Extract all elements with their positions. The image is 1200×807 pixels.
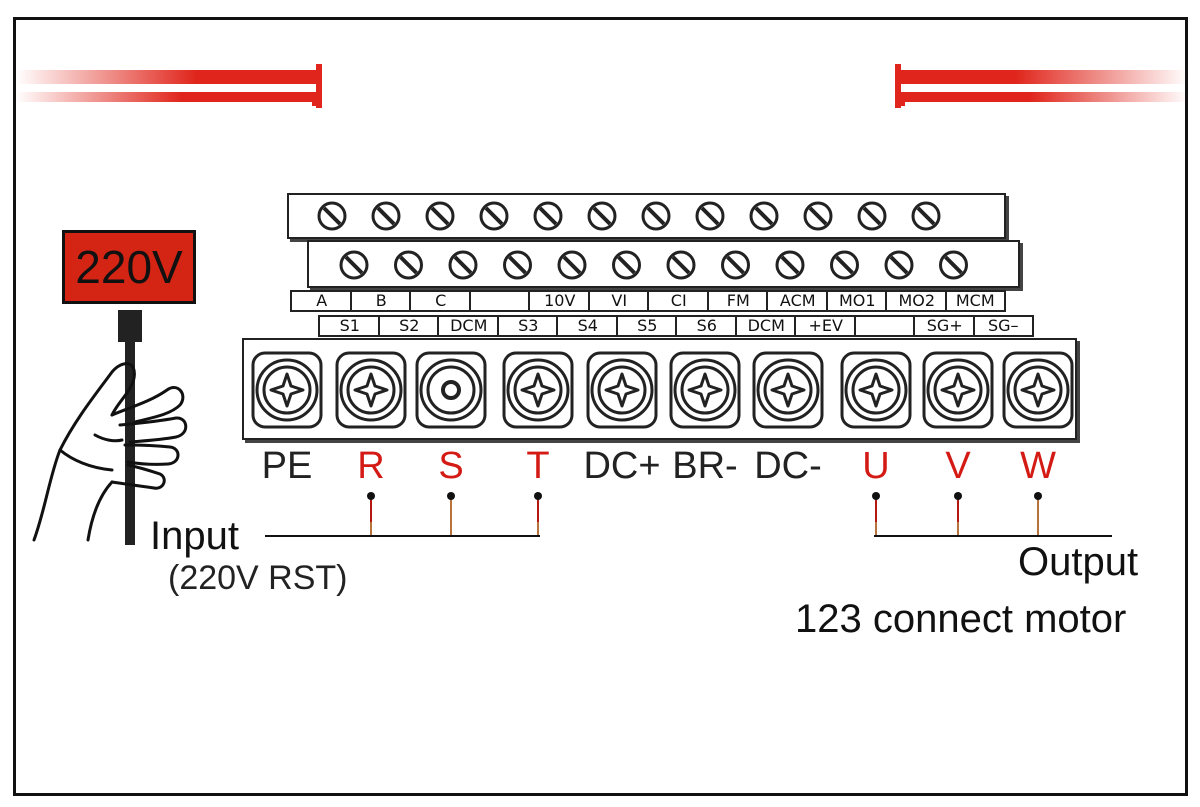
phillips-screw-icon [586, 351, 658, 429]
control-terminal-label: DCM [734, 315, 796, 337]
phillips-screw-icon [251, 351, 323, 429]
slot-screw-icon [503, 250, 532, 280]
terminal-label-w: W [1020, 445, 1056, 487]
slot-screw-icon [339, 250, 369, 280]
slot-screw-icon [317, 201, 347, 231]
terminal-label-r: R [357, 445, 385, 487]
terminal-label-v: V [945, 445, 971, 487]
phillips-screw-icon [752, 351, 824, 429]
hand-with-wire-icon [32, 310, 188, 545]
terminal-label-u: U [862, 445, 890, 487]
terminal-label-dc: DC- [754, 445, 822, 487]
control-terminal-label: C [409, 290, 471, 312]
terminal-label-s: S [438, 445, 464, 487]
slot-screw-icon [557, 250, 587, 280]
control-terminal-label: S4 [556, 315, 618, 337]
input-subtitle: (220V RST) [168, 559, 348, 597]
input-title: Input [150, 514, 239, 558]
control-terminal-label: S3 [496, 315, 558, 337]
output-title: Output [1018, 540, 1139, 584]
control-terminal-label [468, 290, 530, 312]
phillips-screw-icon [335, 351, 407, 429]
control-terminal-label: DCM [437, 315, 499, 337]
terminal-label-dc: DC+ [583, 445, 661, 487]
slot-screw-icon [666, 250, 696, 280]
phillips-screw-icon [669, 351, 741, 429]
terminal-dot-r [367, 492, 375, 500]
phillips-screw-icon [922, 351, 994, 429]
slot-screw-icon [884, 250, 914, 280]
control-terminal-label: MO2 [885, 290, 947, 312]
slot-screw-icon [394, 250, 423, 280]
control-terminal-label: S1 [318, 315, 380, 337]
voltage-badge: 220V [62, 230, 196, 304]
terminal-dot-w [1034, 492, 1042, 500]
control-terminal-label: CI [647, 290, 709, 312]
terminal-dot-s [447, 492, 455, 500]
control-terminal-label: S6 [675, 315, 737, 337]
slot-screw-icon [830, 250, 859, 280]
terminal-label-pe: PE [261, 445, 313, 487]
control-terminal-block-top [287, 193, 1006, 239]
slot-screw-icon [721, 250, 750, 280]
slot-screw-icon [425, 201, 455, 231]
round-screw-icon [415, 351, 487, 429]
control-terminal-label: S5 [615, 315, 677, 337]
slot-screw-icon [587, 201, 617, 231]
slot-screw-icon [939, 250, 968, 280]
control-terminal-label: VI [587, 290, 649, 312]
terminal-label-t: T [526, 445, 550, 487]
accent-bar-right [893, 62, 1188, 110]
voltage-badge-text: 220V [75, 241, 183, 293]
phillips-screw-icon [840, 351, 912, 429]
slot-screw-icon [448, 250, 478, 280]
slot-screw-icon [533, 201, 563, 231]
slot-screw-icon [695, 201, 725, 231]
control-terminal-block-bottom [307, 240, 1020, 288]
phillips-screw-icon [502, 351, 574, 429]
output-subtitle: 123 connect motor [795, 597, 1127, 641]
control-terminal-label: MO1 [825, 290, 887, 312]
control-terminal-label: FM [706, 290, 768, 312]
terminal-label-br: BR- [672, 445, 738, 487]
slot-screw-icon [857, 201, 887, 231]
slot-screw-icon [612, 250, 641, 280]
terminal-dot-u [872, 492, 880, 500]
slot-screw-icon [775, 250, 805, 280]
slot-screw-icon [749, 201, 779, 231]
terminal-dot-v [954, 492, 962, 500]
slot-screw-icon [641, 201, 671, 231]
control-terminal-label: A [290, 290, 352, 312]
phillips-screw-icon [1002, 351, 1074, 429]
accent-bar-left [16, 62, 322, 110]
slot-screw-icon [911, 201, 941, 231]
control-terminal-label: SG– [972, 315, 1034, 337]
control-terminal-label: 10V [528, 290, 590, 312]
slot-screw-icon [479, 201, 509, 231]
control-terminal-label: ACM [766, 290, 828, 312]
control-terminal-label: +EV [794, 315, 856, 337]
terminal-dot-t [534, 492, 542, 500]
control-terminal-label: B [349, 290, 411, 312]
control-terminal-label: S2 [377, 315, 439, 337]
control-terminal-label: SG+ [913, 315, 975, 337]
slot-screw-icon [371, 201, 401, 231]
control-terminal-label: MCM [944, 290, 1006, 312]
slot-screw-icon [803, 201, 833, 231]
control-terminal-label [853, 315, 915, 337]
